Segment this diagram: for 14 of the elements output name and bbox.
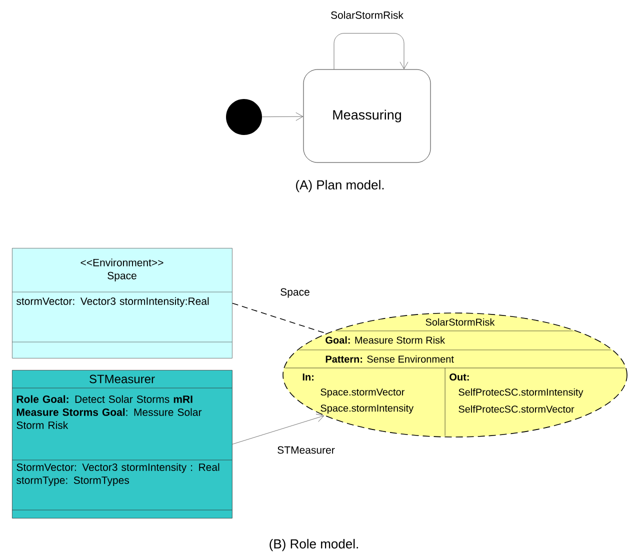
- ellipse-node: SolarStormRisk Goal: Measure Storm Risk Pattern: Sense Environment In: Space.stormVector Space.stormIntensity Out: SelfProtecSC.stormIntensity SelfProtecSC.stormVector: [282, 312, 628, 438]
- edge-label: STMeasurer: [276, 445, 336, 455]
- edge-label: SolarStormRisk: [330, 10, 404, 20]
- arrow: [334, 33, 408, 70]
- arrow: [262, 112, 304, 121]
- arrow: [232, 414, 324, 444]
- caption: (B) Role model.: [270, 538, 358, 552]
- connector-line: [232, 302, 327, 334]
- state-box: Meassuring: [303, 69, 431, 163]
- caption: (A) Plan model.: [296, 180, 384, 192]
- class-box: <<Environment>> Space stormVector: Vector3 stormIntensity:Real: [12, 248, 232, 358]
- class-box: STMeasurer Role Goal: Detect Solar Storms mRI Measure Storms Goal: Messure Solar Storm Risk StormVector: Vector3 stormIntensity : Real stormType: StormTypes: [12, 370, 232, 518]
- initial-state-dot: [226, 99, 262, 135]
- edge-label: Space: [279, 287, 311, 299]
